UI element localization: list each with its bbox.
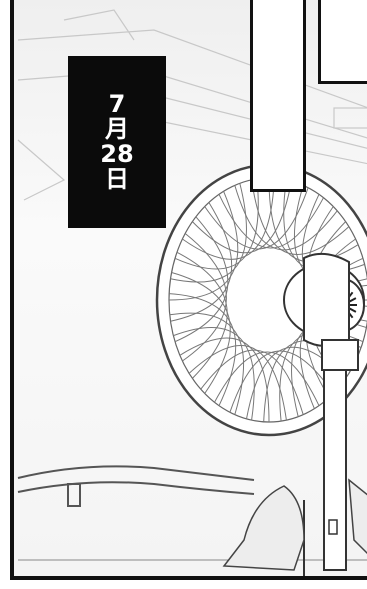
fan-cage-wire [176, 251, 228, 379]
fan-cage-wire [192, 181, 292, 254]
fan-cage-wire [229, 350, 334, 413]
fan-cage-wire [170, 183, 247, 283]
fan-cage-wire [251, 179, 350, 255]
fan-icon [155, 163, 367, 576]
comic-panel: 7 月 28 日 [10, 0, 367, 580]
fan-cage-wire [234, 185, 338, 251]
fan-cage-wire [174, 178, 259, 270]
fan-cage-wire [268, 177, 359, 263]
fan-cage-wire [168, 191, 239, 301]
fan-cage-wire [170, 202, 233, 322]
fan-cage-wire [171, 272, 231, 394]
fan-cage-wire [169, 293, 237, 406]
fan-cage-wire [174, 216, 229, 343]
fan-cage-wire [200, 349, 304, 415]
speech-bubble [318, 0, 367, 84]
fan-cage-wire [182, 233, 227, 362]
floor [17, 465, 367, 561]
speech-bubble [250, 0, 306, 192]
date-caption: 7 月 28 日 [100, 90, 134, 193]
fan-cage-wire [173, 326, 255, 421]
scene-illustration [17, 9, 367, 576]
fan-cage-wire [218, 194, 324, 249]
fan-cage-wire [204, 187, 309, 250]
fan-cage-wire [214, 351, 320, 406]
fan-cage-wire [182, 178, 275, 260]
date-caption-box: 7 月 28 日 [68, 56, 166, 228]
fan-cage-wire [179, 337, 270, 423]
fan-cage-wire [169, 312, 244, 415]
fan-cage-wire [188, 345, 287, 421]
